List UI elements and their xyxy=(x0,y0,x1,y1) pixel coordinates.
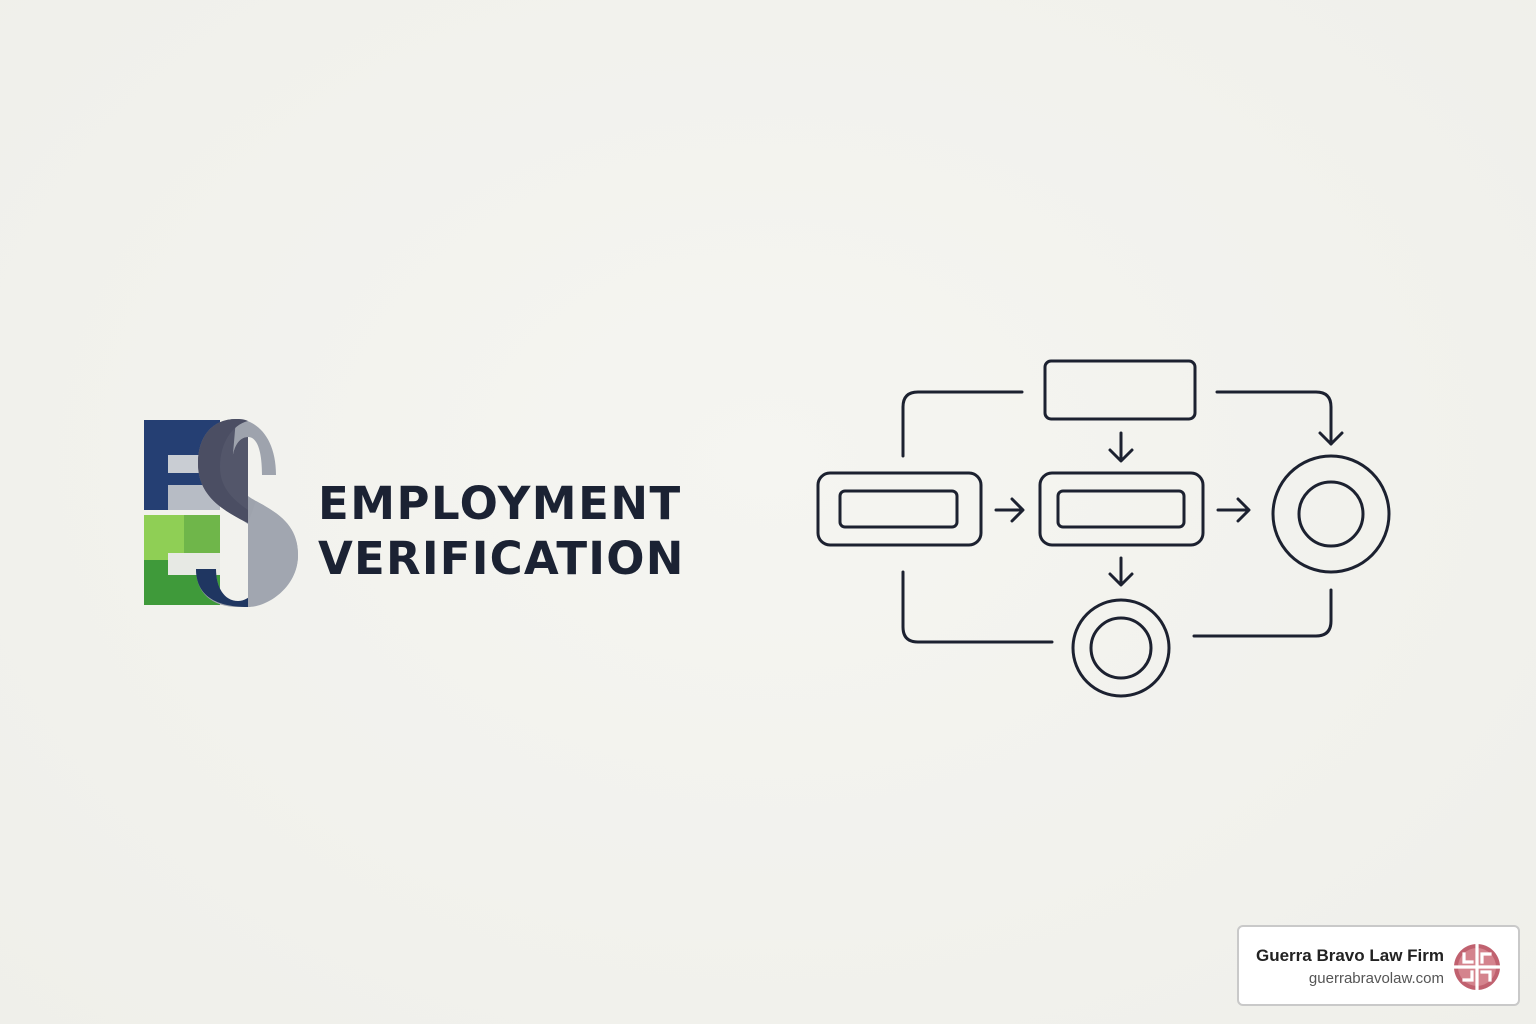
law-firm-badge: Guerra Bravo Law Firm guerrabravolaw.com xyxy=(1237,925,1520,1006)
logo-title-line1: EMPLOYMENT xyxy=(318,477,682,530)
badge-firm-name: Guerra Bravo Law Firm xyxy=(1255,946,1444,965)
employment-verification-logo: EMPLOYMENT VERIFICATION xyxy=(140,415,700,610)
arrow-center-to-right xyxy=(1216,497,1251,523)
law-firm-logo-icon xyxy=(1453,943,1501,991)
arrow-center-to-bottom xyxy=(1108,556,1134,587)
logo-title-line2: VERIFICATION xyxy=(318,532,685,585)
connector-top-left xyxy=(901,390,1024,458)
top-box xyxy=(1043,359,1197,421)
left-box xyxy=(816,471,983,547)
connector-bottom-left xyxy=(901,570,1054,644)
es-monogram-icon xyxy=(144,419,298,607)
bottom-circle xyxy=(1071,598,1171,698)
arrow-left-to-center xyxy=(994,497,1025,523)
arrow-top-to-center xyxy=(1108,431,1134,463)
connector-top-right xyxy=(1215,390,1344,446)
connector-bottom-right xyxy=(1192,588,1333,638)
center-box xyxy=(1038,471,1205,547)
right-circle xyxy=(1271,454,1391,574)
logo-wordmark: EMPLOYMENT VERIFICATION xyxy=(318,481,685,581)
workflow-diagram xyxy=(816,359,1391,698)
badge-url: guerrabravolaw.com xyxy=(1308,970,1444,987)
